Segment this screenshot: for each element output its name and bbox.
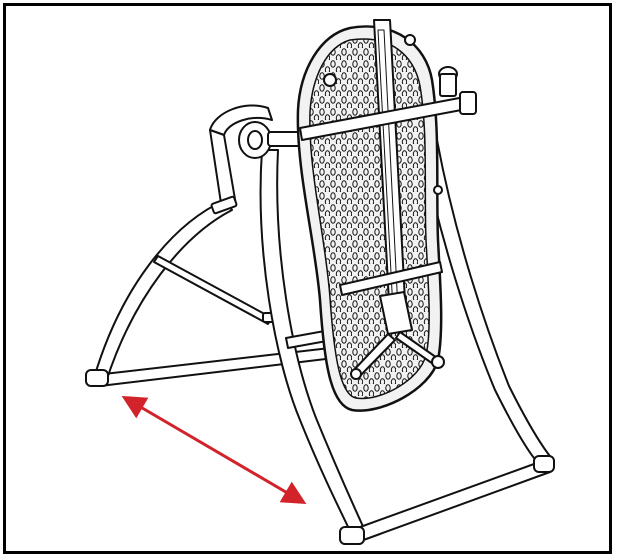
front-right-foot-cap xyxy=(533,455,555,473)
rear-left-foot-cap xyxy=(85,369,109,387)
width-dimension-arrow xyxy=(121,395,307,505)
right-top-handle xyxy=(459,91,477,115)
left-upright xyxy=(153,104,278,325)
board-spine xyxy=(299,19,477,380)
front-left-foot-cap xyxy=(339,526,365,545)
